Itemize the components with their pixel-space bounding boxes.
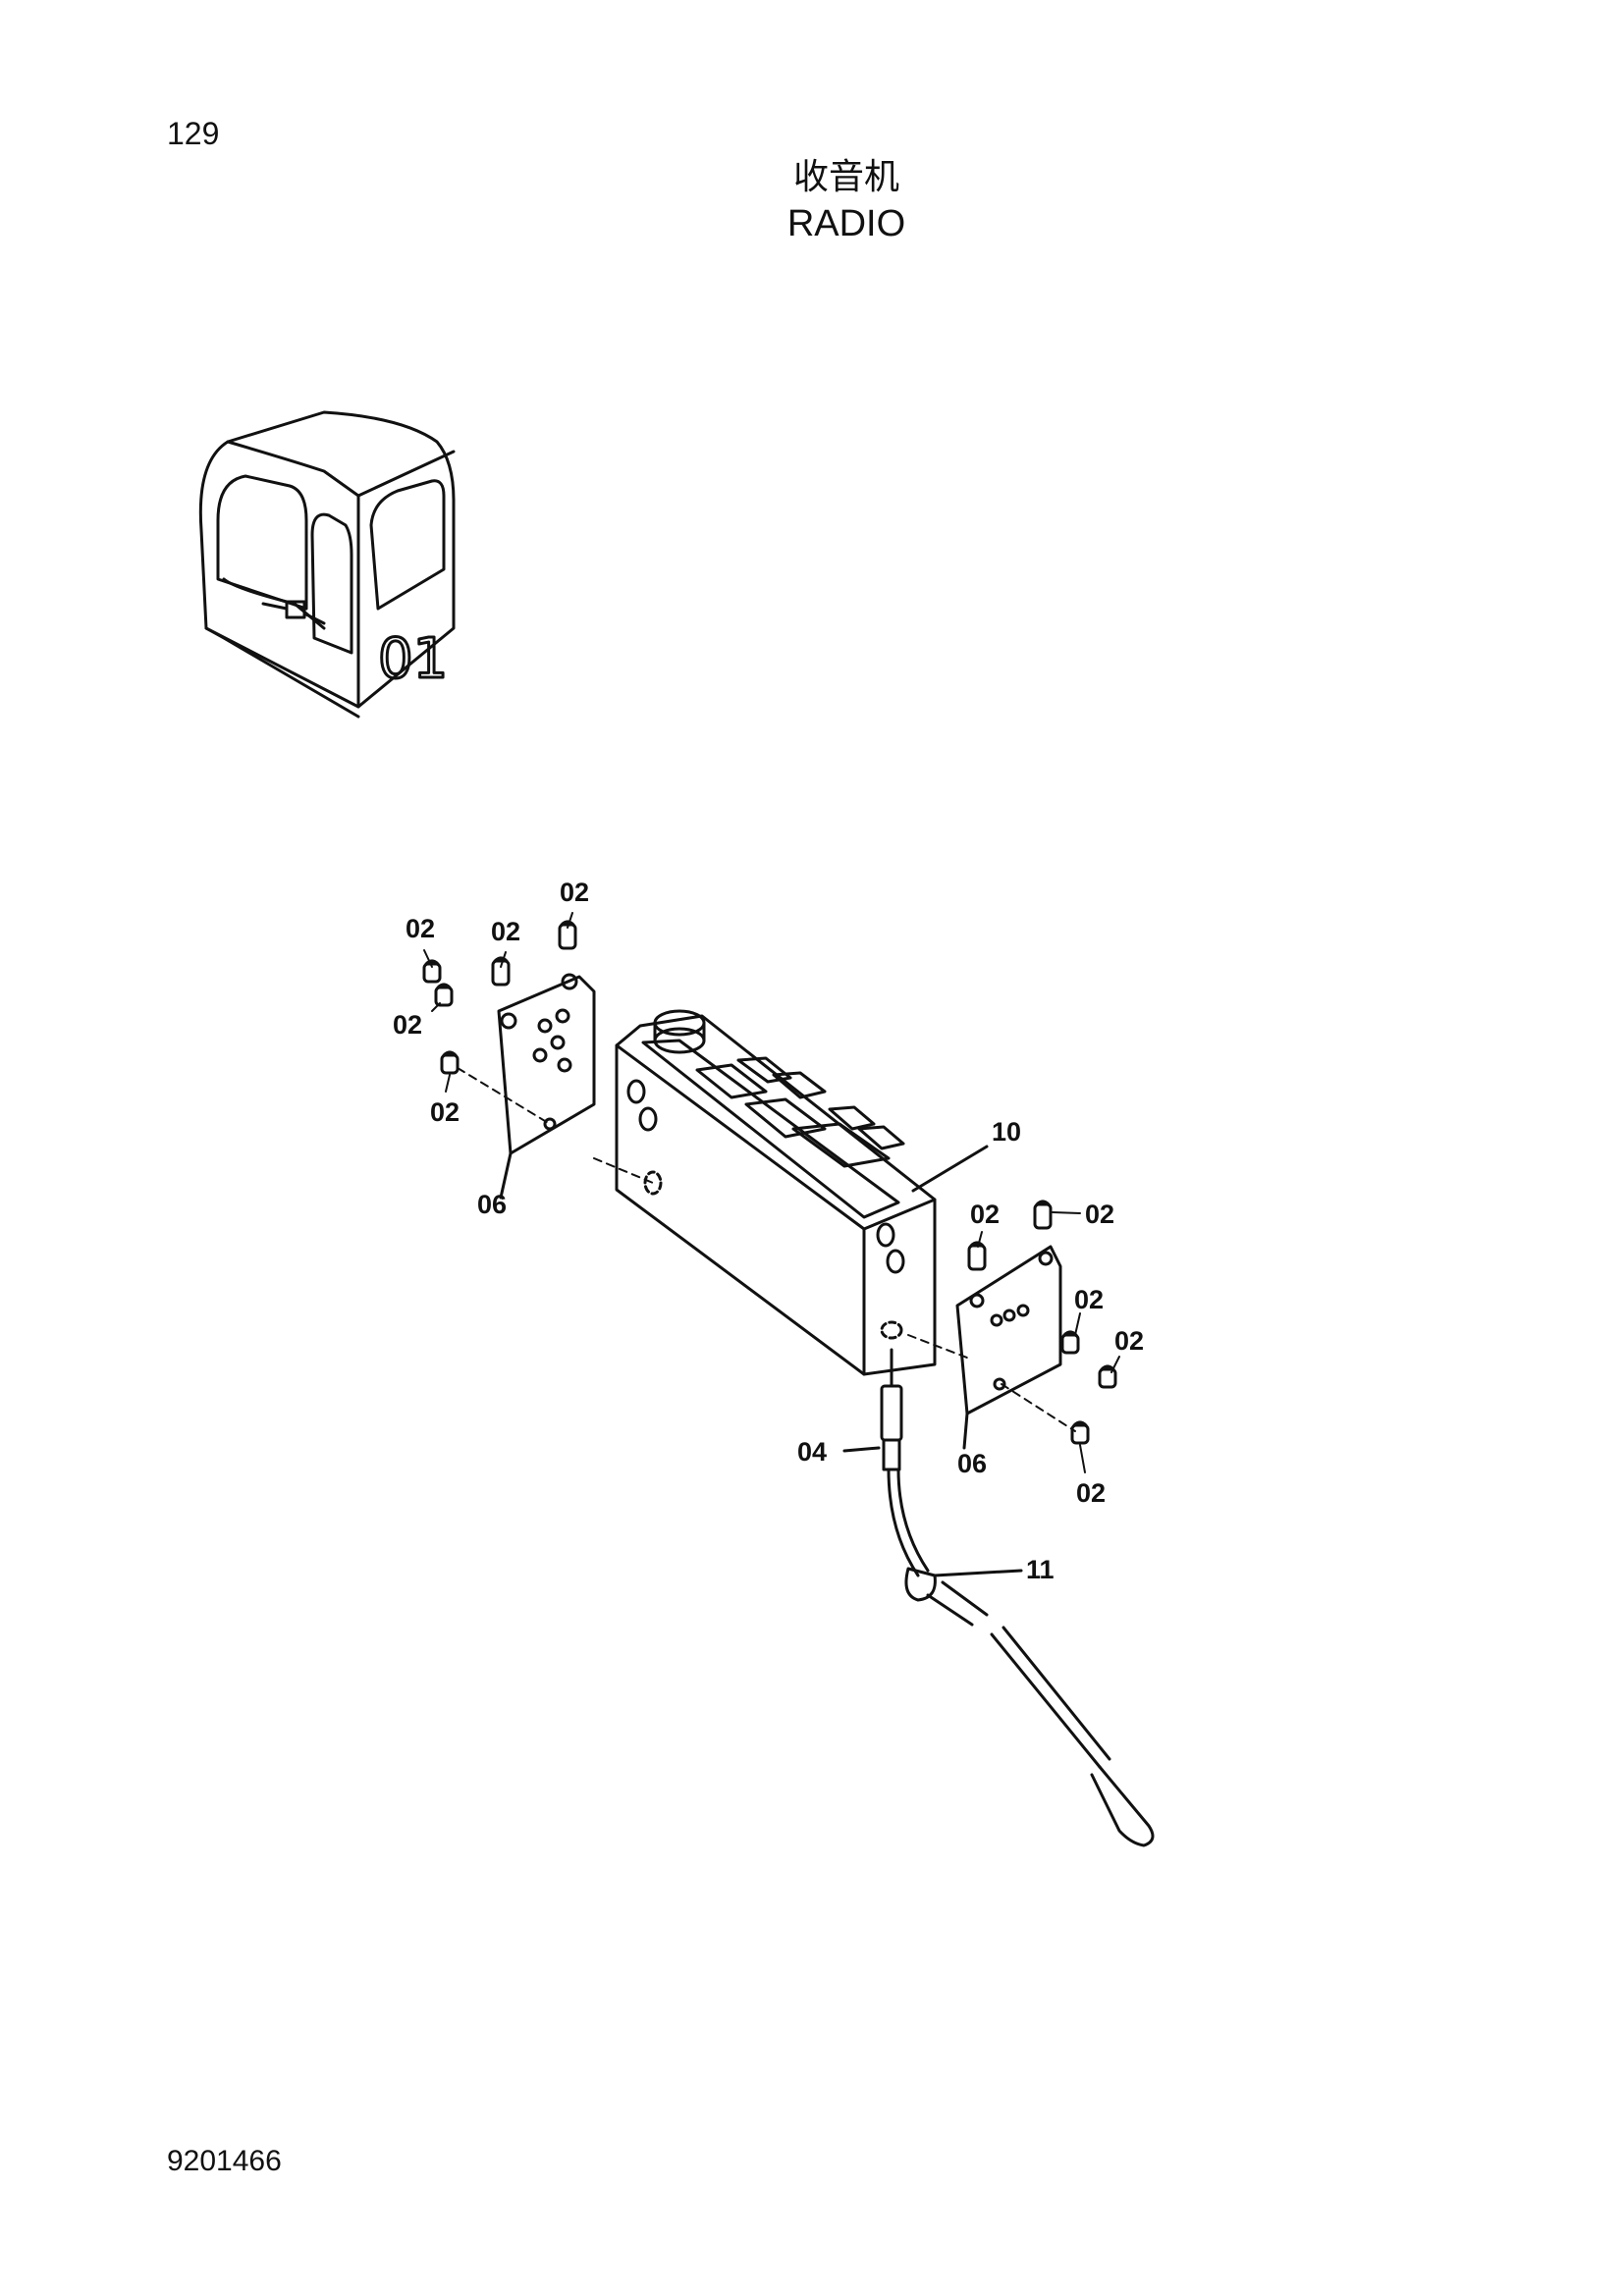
callout-label: 06 <box>477 1190 507 1219</box>
callout-label: 02 <box>1085 1200 1114 1229</box>
callout-label: 02 <box>970 1200 1000 1229</box>
cab-number-label: 01 <box>378 627 448 691</box>
callout-label: 10 <box>992 1117 1021 1147</box>
callout-label: 02 <box>491 917 520 946</box>
document-number: 9201466 <box>167 2145 282 2177</box>
callout-label: 02 <box>1074 1285 1104 1314</box>
right-bracket <box>955 1245 1062 1450</box>
callout-label: 02 <box>393 1010 422 1040</box>
callout-label: 04 <box>797 1437 827 1467</box>
callout-label: 06 <box>957 1449 987 1478</box>
cab-location-inset <box>198 410 456 719</box>
callout-label: 02 <box>1076 1478 1106 1508</box>
page-number: 129 <box>167 116 220 151</box>
screws <box>422 920 1117 1445</box>
assembly-lines <box>457 1067 1076 1432</box>
callout-label: 02 <box>430 1097 460 1127</box>
title-block: 收音机 RADIO <box>0 155 1624 247</box>
leader-lines <box>423 912 1120 1473</box>
callout-label: 02 <box>560 878 589 907</box>
antenna-cable <box>842 1348 1155 1847</box>
radio-unit <box>615 1009 989 1376</box>
callout-label: 11 <box>1026 1555 1055 1584</box>
callout-label: 02 <box>1114 1326 1144 1356</box>
callout-labels: 02 02 02 02 02 06 10 02 02 02 02 06 02 0… <box>393 878 1144 1584</box>
title-english: RADIO <box>786 203 906 244</box>
callout-label: 02 <box>406 914 435 943</box>
left-bracket <box>497 973 596 1200</box>
title-chinese: 收音机 <box>792 157 899 197</box>
